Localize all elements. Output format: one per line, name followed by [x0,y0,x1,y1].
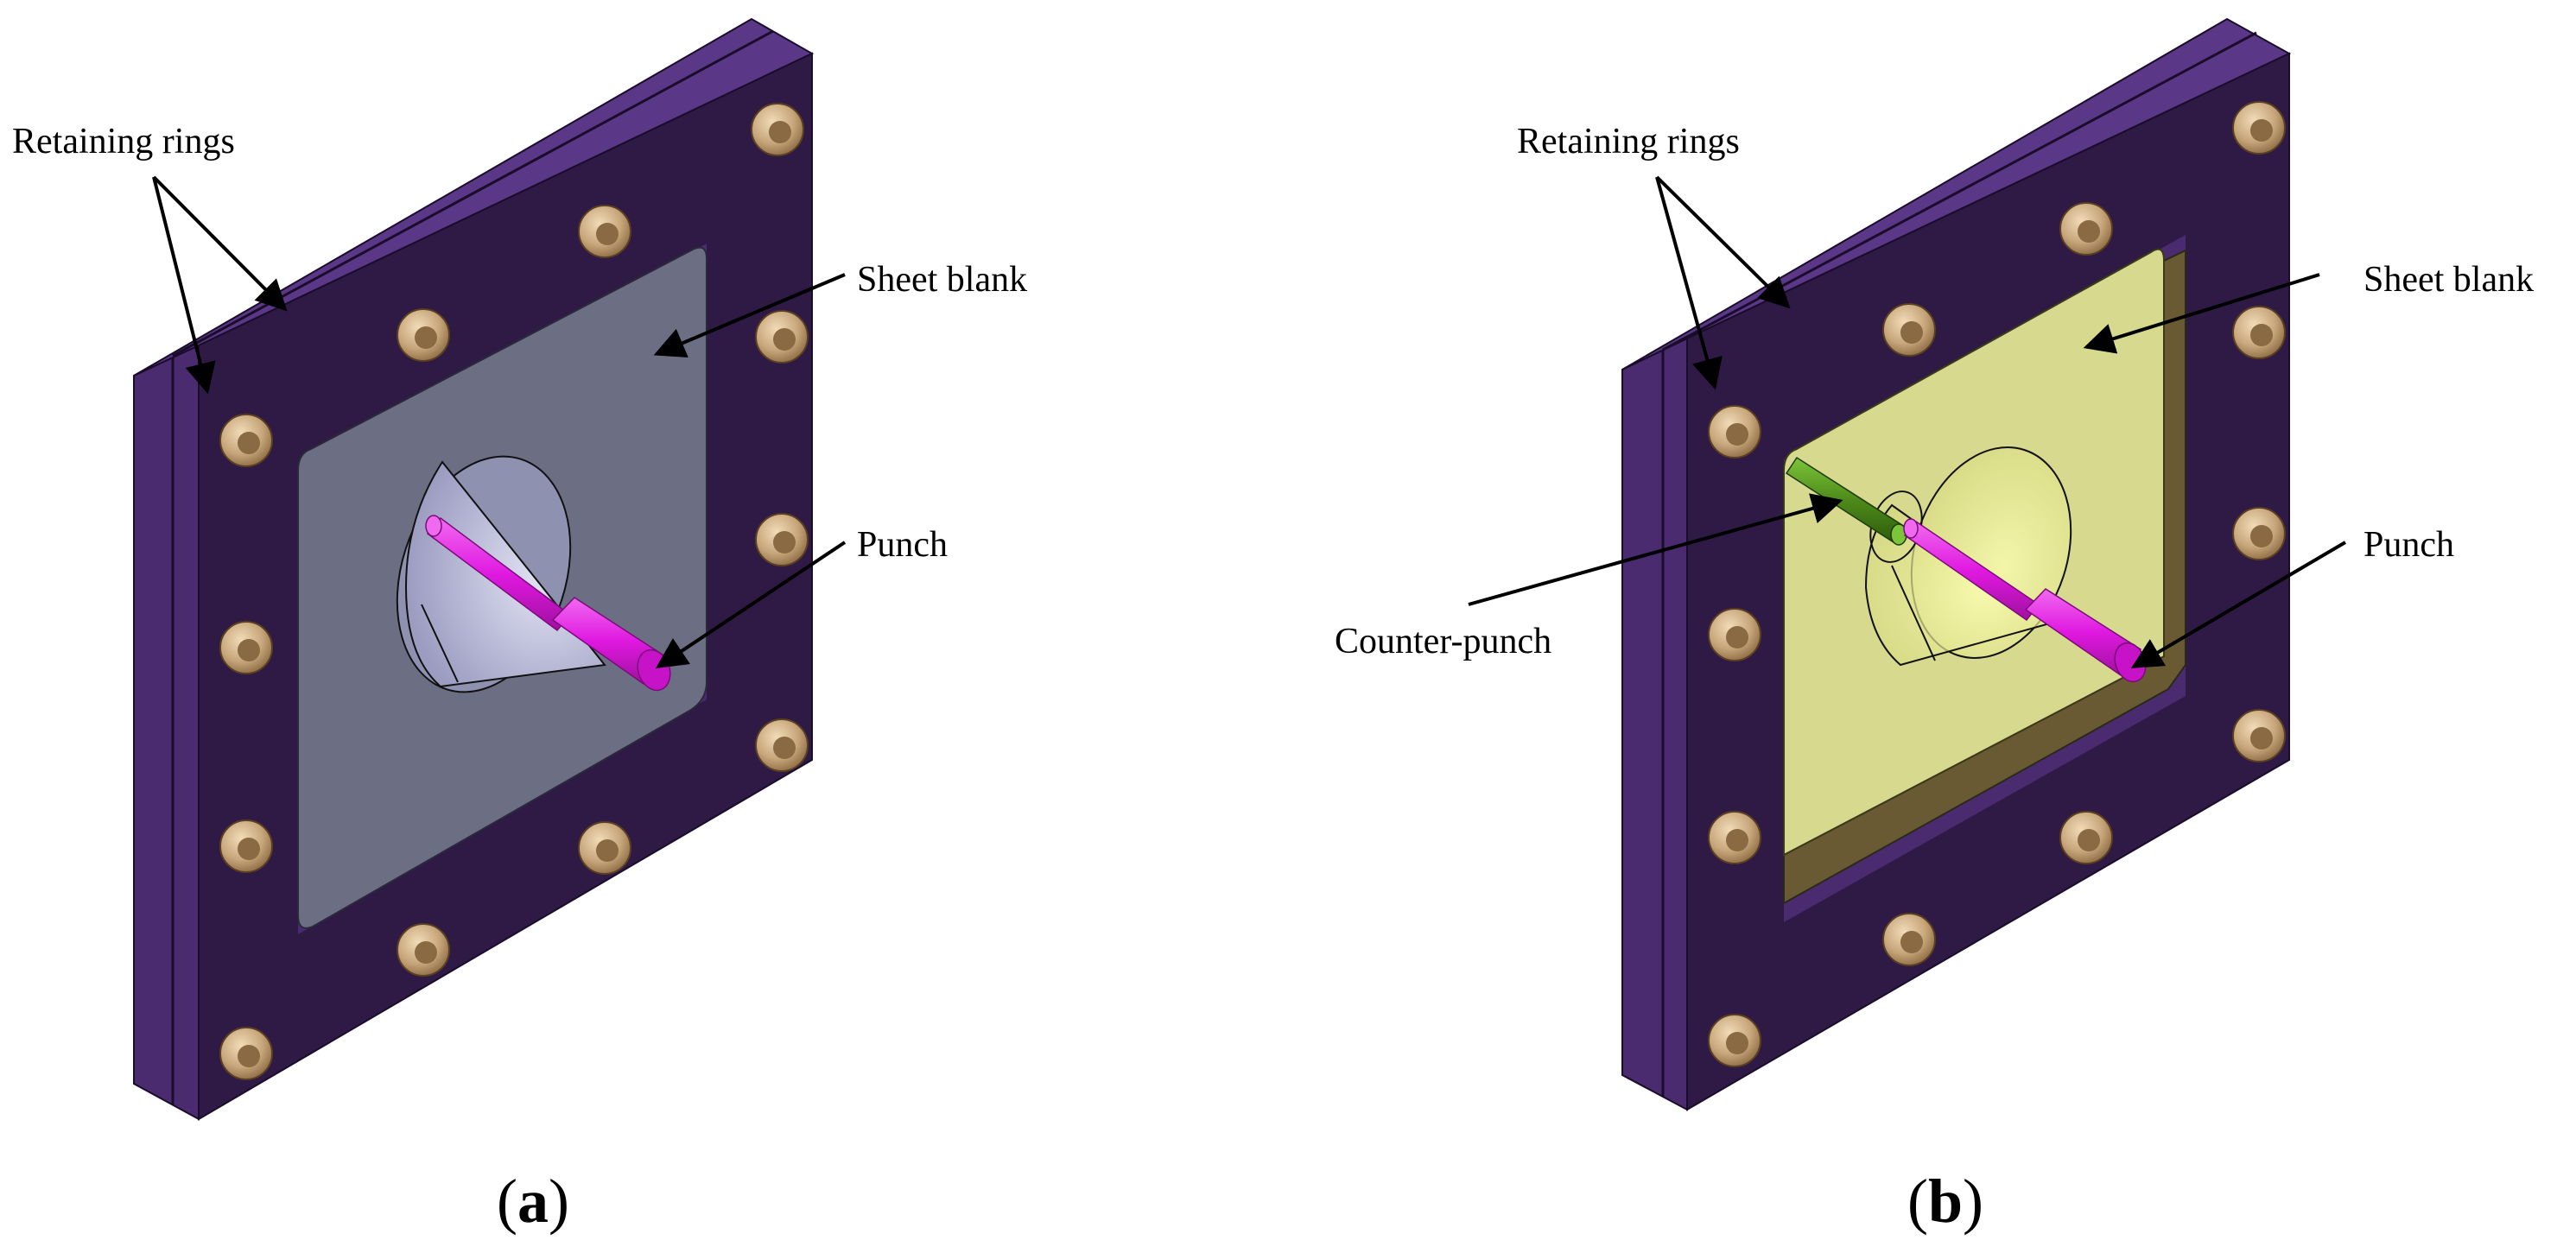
bolt-icon [397,923,450,977]
caption-b-letter: b [1927,1167,1964,1236]
leader-sheet-blank-b [2083,273,2320,354]
leader-retaining-ring-2-b [1655,176,1723,390]
bolt-icon [2232,306,2286,359]
caption-a-open: ( [497,1167,517,1236]
bolt-icon [578,821,631,875]
leader-retaining-ring-1-b [1655,175,1791,309]
caption-b-open: ( [1907,1167,1928,1236]
bolt-icon [219,621,273,674]
caption-b-close: ) [1963,1167,1984,1236]
bolts-a [219,103,809,1080]
leader-punch-a [656,541,847,668]
bolt-icon [578,205,631,258]
label-punch-b: Punch [2363,525,2454,565]
bolt-icon [397,308,450,362]
bolt-icon [1708,405,1761,459]
label-retaining-rings-b: Retaining rings [1517,122,1740,161]
bolt-icon [2232,709,2286,762]
caption-a: (a) [497,1170,569,1232]
cone-edge-a [421,604,459,683]
leader-punch-b [2130,541,2347,668]
bolt-icon [219,819,273,873]
bolt-icon [219,414,273,467]
bolts-b [1708,101,2286,1067]
leader-retaining-ring-2-a [152,176,216,395]
bolt-icon [1708,1014,1761,1067]
leader-counter-punch-b [1468,493,1843,606]
panel-a [133,17,847,1121]
bolt-icon [1708,608,1761,661]
bolt-icon [2059,202,2113,256]
bolt-icon [755,310,809,364]
bolt-icon [2059,811,2113,864]
bolt-icon [751,103,804,156]
bolt-icon [1882,303,1936,357]
leader-retaining-ring-1-a [152,175,288,312]
bolt-icon [2232,101,2286,155]
panel-b [1468,17,2347,1111]
caption-b: (b) [1907,1170,1983,1232]
frame-side-a [133,344,200,1121]
bolt-icon [219,1027,273,1080]
caption-a-letter: a [517,1167,549,1236]
label-sheet-blank-a: Sheet blank [857,260,1028,300]
caption-a-close: ) [548,1167,569,1236]
frame-side-b [1621,337,1688,1111]
bolt-icon [755,718,809,772]
label-retaining-rings-a: Retaining rings [12,122,235,161]
leader-sheet-blank-a [653,273,846,357]
label-punch-a: Punch [857,525,948,565]
bolt-icon [755,513,809,566]
bolt-icon [1708,811,1761,864]
cone-edge-b [1891,565,1936,661]
bolt-icon [2232,507,2286,560]
label-counter-punch-b: Counter-punch [1335,622,1552,661]
bolt-icon [1882,913,1936,966]
label-sheet-blank-b: Sheet blank [2363,260,2535,300]
